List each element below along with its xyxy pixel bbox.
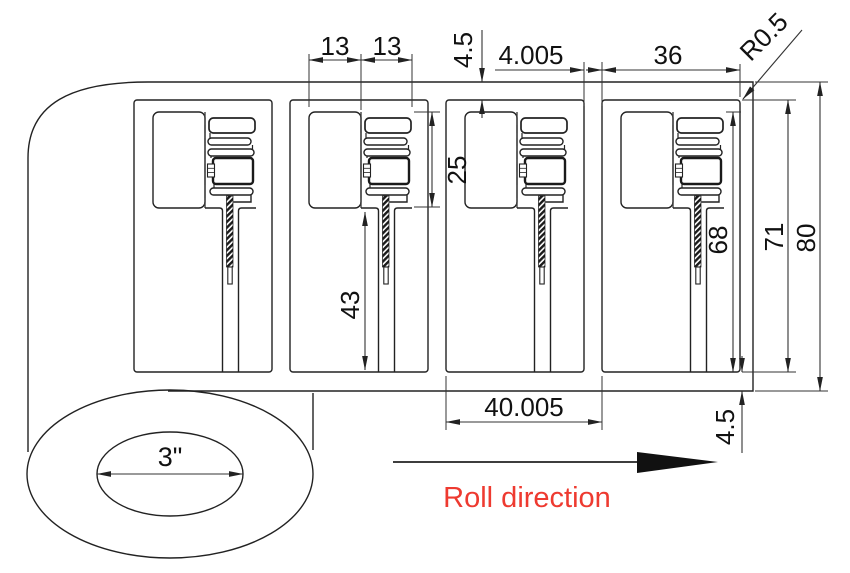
dim-tail-length: 43 [335,211,368,371]
dim-13-13: 13 13 [308,31,413,110]
web-outline [27,81,754,452]
dim-inlay-height-text: 68 [703,226,733,255]
roll-direction-label: Roll direction [443,482,611,514]
dim-13-right-text: 13 [373,31,402,61]
dim-core-diameter-text: 3" [158,442,183,472]
dim-13-left-text: 13 [321,31,350,61]
dim-web-width: 80 [755,81,828,392]
dim-label-pitch: 40.005 [445,376,603,430]
dim-inlay-height: 68 [703,111,741,373]
label-1 [133,99,273,373]
roll-direction-arrowhead [637,452,718,473]
dim-label-width: 36 [601,40,741,106]
dim-antenna-height-text: 25 [442,156,472,185]
roll-end-face [26,389,314,559]
label-3 [445,99,585,373]
roll-direction: Roll direction [393,452,718,514]
dim-tail-length-text: 43 [335,291,365,320]
dim-label-width-text: 36 [654,40,683,70]
dim-web-width-text: 80 [791,224,821,253]
dim-bottom-margin: 4.5 [710,356,745,453]
label-2 [289,99,429,373]
dim-core-diameter: 3" [96,442,244,477]
labels [133,99,741,374]
dim-antenna-height: 25 [414,111,472,208]
dim-label-height-text: 71 [759,223,789,252]
dim-label-gap-text: 4.005 [498,40,563,70]
dim-corner-radius-text: R0.5 [734,7,794,67]
dim-top-margin-text: 4.5 [448,32,478,68]
dim-bottom-margin-text: 4.5 [710,409,740,445]
dim-label-height: 71 [742,99,796,373]
dim-corner-radius: R0.5 [734,7,803,100]
label-4 [601,99,741,373]
dim-label-pitch-text: 40.005 [484,392,564,422]
dim-label-gap: 4.005 [495,40,603,106]
dim-top-margin: 4.5 [448,30,485,118]
